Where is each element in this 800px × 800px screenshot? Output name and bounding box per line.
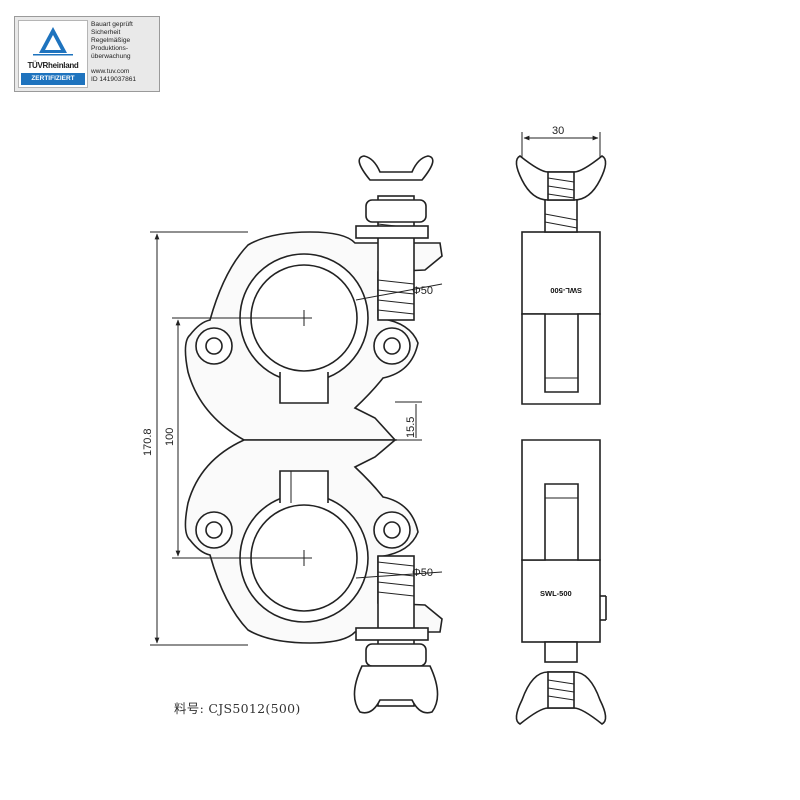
center-distance-dimension: 100 bbox=[164, 428, 176, 446]
badge-id: ID 1419037861 bbox=[91, 76, 137, 83]
tube-diameter-label-top: Φ50 bbox=[412, 285, 433, 297]
badge-status: ZERTIFIZIERT bbox=[21, 73, 85, 85]
badge-text: Bauart geprüft Sicherheit Regelmäßige Pr… bbox=[91, 21, 159, 84]
badge-line: Bauart geprüft bbox=[91, 21, 133, 28]
rivet-boss bbox=[195, 327, 233, 365]
tube-diameter-label-bottom: Φ50 bbox=[412, 567, 433, 579]
rivet-boss bbox=[373, 327, 411, 365]
load-marking-top: SWL-500 bbox=[550, 286, 582, 295]
triangle-logo-icon bbox=[33, 27, 73, 56]
badge-website: www.tuv.com bbox=[91, 68, 130, 75]
tuv-logo: TÜVRheinland ZERTIFIZIERT bbox=[18, 20, 88, 88]
badge-line: Regelmäßige bbox=[91, 37, 131, 44]
side-dimensions bbox=[521, 132, 601, 158]
rivet-boss bbox=[373, 511, 411, 549]
upper-side-block bbox=[521, 231, 601, 315]
load-marking-bottom: SWL-500 bbox=[540, 589, 572, 598]
badge-line: überwachung bbox=[91, 53, 131, 60]
part-number-label: 料号: CJS5012(500) bbox=[174, 701, 301, 716]
overall-height-dimension: 170.8 bbox=[142, 428, 154, 456]
lower-side-block bbox=[521, 559, 601, 643]
rivet-boss bbox=[195, 511, 233, 549]
front-dimensions bbox=[150, 231, 443, 646]
badge-line: Sicherheit bbox=[91, 29, 121, 36]
lower-wing-nut bbox=[353, 665, 439, 714]
front-view bbox=[184, 155, 443, 714]
badge-line: Produktions- bbox=[91, 45, 129, 52]
certification-badge: TÜVRheinland ZERTIFIZIERT Bauart geprüft… bbox=[14, 16, 160, 92]
side-view bbox=[515, 155, 607, 725]
width-dimension: 30 bbox=[552, 125, 564, 137]
badge-brand: TÜVRheinland bbox=[27, 61, 79, 70]
gap-dimension: 15.5 bbox=[405, 417, 417, 438]
upper-wing-nut bbox=[358, 155, 434, 181]
